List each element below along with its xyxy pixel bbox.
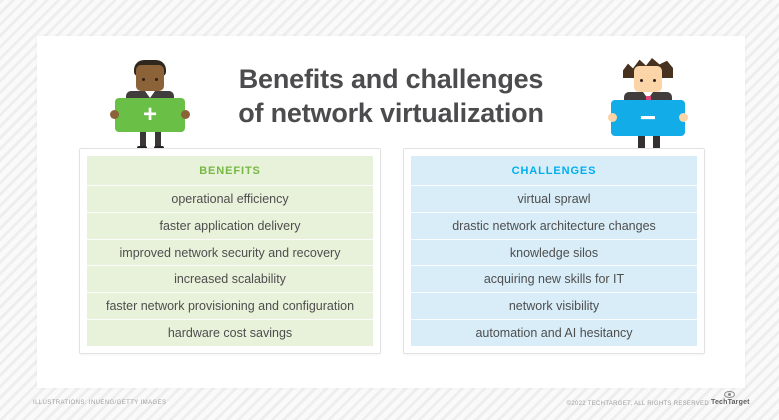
benefits-item: operational efficiency [87, 185, 373, 212]
benefits-item: faster application delivery [87, 211, 373, 239]
character-eye [155, 78, 158, 81]
challenges-item: automation and AI hesitancy [411, 319, 697, 346]
challenges-box: CHALLENGES virtual sprawl drastic networ… [403, 148, 705, 354]
techtarget-eye-icon [723, 391, 735, 398]
challenges-header: CHALLENGES [511, 164, 597, 177]
page-title-line2: of network virtualization [238, 98, 544, 128]
benefits-panel: BENEFITS operational efficiency faster a… [87, 156, 373, 346]
minus-sign: − [611, 100, 685, 136]
benefits-item: faster network provisioning and configur… [87, 292, 373, 319]
benefits-box: BENEFITS operational efficiency faster a… [79, 148, 381, 354]
copyright-notice: ©2022 TECHTARGET, ALL RIGHTS RESERVED [566, 401, 709, 407]
character-hand [110, 110, 119, 119]
challenges-item: network visibility [411, 292, 697, 319]
character-face [136, 65, 164, 91]
character-shirt [145, 91, 155, 98]
techtarget-logo: TechTarget [711, 391, 750, 406]
challenges-item: drastic network architecture changes [411, 211, 697, 239]
character-leg [140, 132, 146, 147]
minus-sign-glyph: − [639, 102, 657, 133]
character-hand [679, 113, 688, 122]
techtarget-logo-text: TechTarget [711, 399, 750, 406]
benefits-item: increased scalability [87, 265, 373, 292]
content-card: Benefits and challenges of network virtu… [37, 36, 745, 388]
benefits-character-illustration: + [110, 60, 190, 152]
character-eye [640, 79, 643, 82]
illustration-credit: ILLUSTRATIONS: INUENG/GETTY IMAGES [33, 400, 167, 406]
plus-sign-glyph: + [142, 101, 157, 128]
benefits-item: hardware cost savings [87, 319, 373, 346]
benefits-item: improved network security and recovery [87, 238, 373, 266]
character-tie [646, 96, 651, 103]
character-hand [608, 113, 617, 122]
challenges-panel: CHALLENGES virtual sprawl drastic networ… [411, 156, 697, 346]
plus-sign: + [115, 98, 185, 132]
page-title: Benefits and challenges of network virtu… [37, 62, 745, 130]
character-eye [653, 79, 656, 82]
character-shirt [643, 92, 653, 99]
character-leg [638, 136, 645, 149]
character-face [634, 66, 662, 92]
character-leg [653, 136, 660, 149]
challenges-character-illustration: − [608, 58, 688, 156]
benefits-header: BENEFITS [199, 164, 261, 177]
challenges-item: knowledge silos [411, 238, 697, 266]
character-hand [181, 110, 190, 119]
challenges-item: virtual sprawl [411, 185, 697, 212]
character-eye [142, 78, 145, 81]
page-title-line1: Benefits and challenges [238, 64, 544, 94]
challenges-item: acquiring new skills for IT [411, 265, 697, 292]
character-leg [155, 132, 161, 147]
